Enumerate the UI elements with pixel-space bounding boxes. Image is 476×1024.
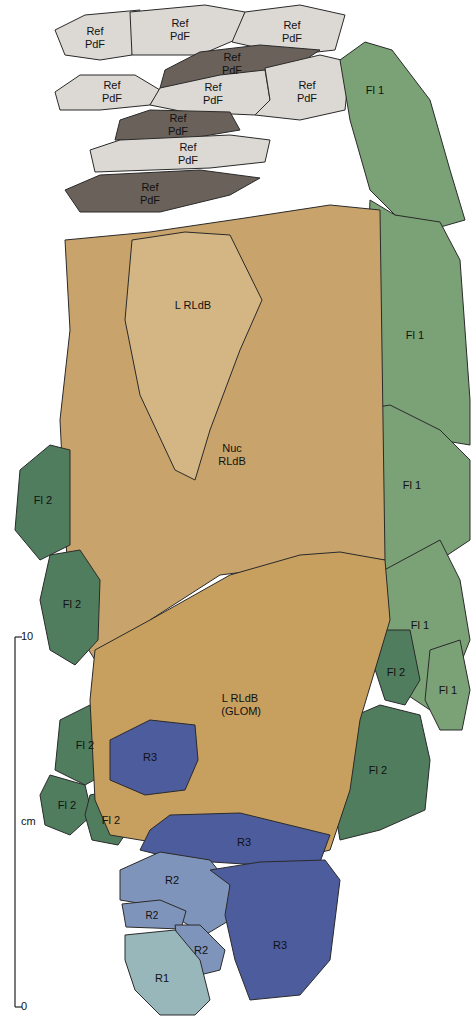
piece-label: Fl 2 (369, 764, 387, 777)
piece-shape (255, 55, 350, 120)
lithic-piece: Ref PdF (55, 75, 160, 110)
piece-label: Fl 2 (76, 739, 94, 752)
piece-label: Fl 2 (63, 598, 81, 611)
piece-shape (120, 852, 230, 935)
piece-label: R2 (194, 944, 208, 957)
piece-label: Fl 2 (387, 666, 405, 679)
piece-shape (55, 10, 140, 60)
piece-label: Fl 1 (366, 84, 384, 97)
piece-label: Fl 1 (439, 684, 457, 697)
lithic-piece: Fl 2 (15, 445, 70, 560)
piece-shape (40, 550, 100, 665)
lithic-piece: R3 (210, 860, 340, 1000)
piece-label: Ref PdF (131, 181, 168, 206)
lithic-piece: Ref PdF (65, 170, 260, 212)
piece-label: R3 (143, 751, 157, 764)
piece-label: L RLdB (175, 299, 211, 312)
piece-shape (425, 640, 470, 730)
piece-shape (125, 232, 262, 480)
piece-label: Fl 2 (102, 814, 120, 827)
piece-label: Ref PdF (273, 19, 310, 44)
piece-label: R1 (155, 972, 169, 985)
piece-shape (40, 775, 92, 835)
piece-label: R3 (237, 836, 251, 849)
piece-label: Nuc RLdB (213, 442, 250, 467)
piece-shape (150, 70, 270, 115)
piece-label: Ref PdF (93, 79, 130, 104)
lithic-piece: Ref PdF (130, 5, 245, 55)
piece-label: Ref PdF (288, 79, 325, 104)
scale-label: 0 (21, 1000, 27, 1012)
piece-outline (90, 135, 270, 172)
scale-label: cm (21, 815, 36, 827)
piece-shape (340, 42, 465, 230)
piece-label: R3 (273, 939, 287, 952)
lithic-piece: Ref PdF (55, 10, 140, 60)
scale-label: 10 (21, 630, 33, 642)
piece-shape (130, 5, 245, 55)
piece-shape (90, 135, 270, 172)
piece-label: Fl 1 (406, 329, 424, 342)
lithic-piece: Ref PdF (255, 55, 350, 120)
piece-label: Ref PdF (159, 112, 196, 137)
lithic-piece: Fl 2 (40, 775, 92, 835)
piece-label: R2 (165, 874, 179, 887)
lithic-piece: Fl 2 (40, 550, 100, 665)
piece-shape (125, 930, 210, 1015)
lithic-piece: Fl 1 (425, 640, 470, 730)
piece-label: Fl 2 (34, 494, 52, 507)
lithic-piece: R1 (125, 930, 210, 1015)
piece-shape (65, 170, 260, 212)
piece-shape (15, 445, 70, 560)
lithic-piece: Ref PdF (150, 70, 270, 115)
piece-outline (210, 860, 340, 1000)
piece-label: L RLdB (GLOM) (221, 692, 258, 717)
piece-label: Fl 1 (403, 479, 421, 492)
lithic-piece: R3 (110, 720, 198, 795)
piece-label: Fl 1 (411, 619, 429, 632)
piece-label: Ref PdF (161, 17, 198, 42)
piece-label: Fl 2 (58, 799, 76, 812)
piece-shape (110, 720, 198, 795)
piece-label: Ref PdF (169, 141, 206, 166)
piece-shape (210, 860, 340, 1000)
piece-shape (55, 75, 160, 110)
piece-outline (65, 170, 260, 212)
piece-label: Ref PdF (213, 51, 250, 76)
piece-label: R2 (146, 910, 159, 922)
piece-outline (340, 42, 465, 230)
lithic-piece: Ref PdF (90, 135, 270, 172)
lithic-piece: Fl 1 (340, 42, 465, 230)
piece-label: Ref PdF (76, 25, 113, 50)
piece-label: Ref PdF (194, 81, 231, 106)
